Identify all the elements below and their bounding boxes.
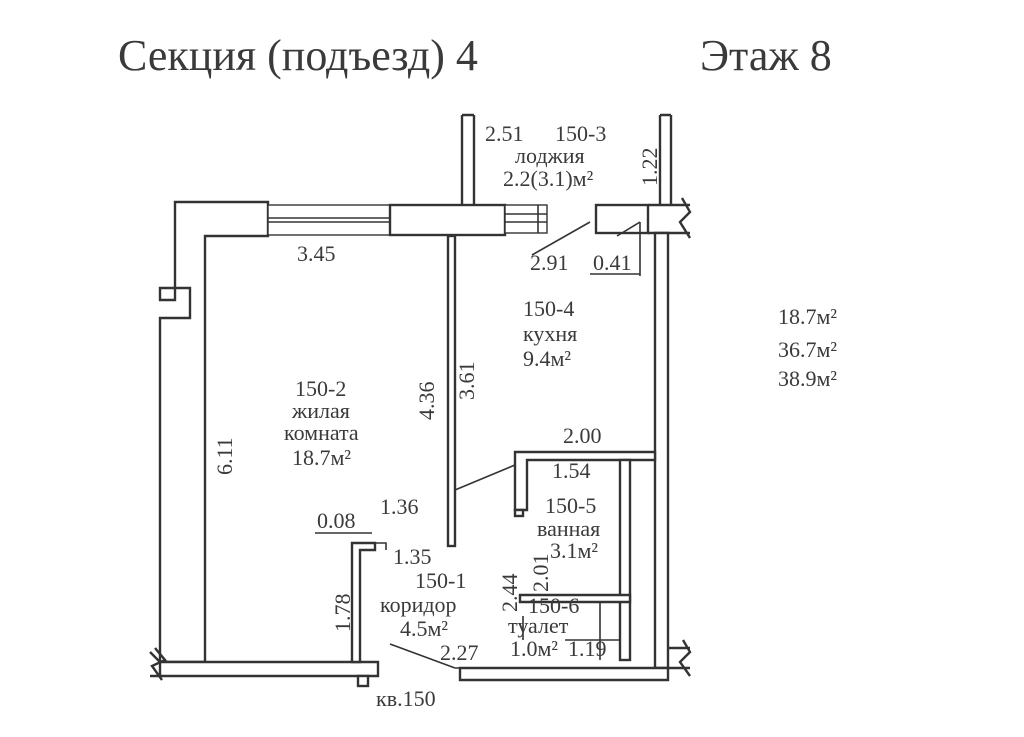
corridor-area: 4.5м² [400, 616, 448, 641]
dim-living-depth: 6.11 [212, 437, 237, 475]
bathroom-name: ванная [537, 516, 600, 541]
dim-corridor-depth: 2.44 [497, 574, 522, 613]
dim-kitchen-depth: 3.61 [454, 362, 479, 401]
dim-kitchen-width: 2.91 [530, 250, 569, 275]
loggia-walls [460, 113, 673, 205]
dim-partition-length: 4.36 [414, 382, 439, 421]
kitchen-code: 150-4 [523, 296, 574, 321]
summary-area-1: 18.7м² [778, 304, 837, 329]
bottom-wall [158, 660, 380, 678]
dim-bath-depth: 2.01 [528, 554, 553, 593]
corridor-name: коридор [380, 592, 457, 617]
floor-title: Этаж 8 [700, 31, 832, 80]
dim-toilet-width: 1.19 [568, 636, 607, 661]
apartment-label: кв.150 [376, 686, 436, 711]
corridor-code: 150-1 [415, 568, 466, 593]
dim-bath-inner: 1.54 [552, 458, 591, 483]
bathroom-right-wall [618, 458, 632, 662]
dim-kitchen-jamb: 0.41 [593, 250, 632, 275]
living-area: 18.7м² [292, 445, 351, 470]
dim-living-width: 3.45 [297, 241, 336, 266]
living-name-line2: комната [284, 420, 359, 445]
toilet-name: туалет [508, 613, 569, 638]
right-wall-pier [594, 203, 650, 235]
kitchen-partition [446, 234, 457, 548]
living-name-line1: жилая [291, 398, 350, 423]
loggia-name: лоджия [515, 143, 585, 168]
walls [149, 113, 692, 688]
toilet-area: 1.0м² [510, 636, 558, 661]
top-wall-pier [388, 203, 507, 237]
entry-door [389, 643, 460, 669]
dim-loggia-depth: 1.22 [637, 148, 662, 187]
living-code: 150-2 [295, 376, 346, 401]
dim-living-gap: 1.36 [380, 494, 419, 519]
dim-loggia-width: 2.51 [485, 121, 524, 146]
corridor-niche-wall [350, 541, 377, 664]
kitchen-door [504, 204, 548, 234]
dim-corridor-niche: 1.78 [330, 594, 355, 633]
dim-wall-thickness: 0.08 [317, 508, 356, 533]
bathroom-area: 3.1м² [550, 538, 598, 563]
right-outer-wall [653, 231, 670, 670]
loggia-code: 150-3 [555, 121, 606, 146]
kitchen-name: кухня [523, 321, 577, 346]
left-outer-wall [158, 200, 270, 664]
dim-bath-top: 2.00 [563, 423, 602, 448]
toilet-code: 150-6 [528, 593, 579, 618]
section-title: Секция (подъезд) 4 [118, 31, 478, 80]
living-window [267, 204, 391, 236]
dim-corridor-length: 2.27 [440, 640, 479, 665]
kitchen-area: 9.4м² [523, 346, 571, 371]
bathroom-code: 150-5 [545, 493, 596, 518]
summary-area-3: 38.9м² [778, 366, 837, 391]
summary-area-2: 36.7м² [778, 337, 837, 362]
loggia-area: 2.2(3.1)м² [503, 166, 594, 191]
dim-corridor-width: 1.35 [393, 544, 432, 569]
